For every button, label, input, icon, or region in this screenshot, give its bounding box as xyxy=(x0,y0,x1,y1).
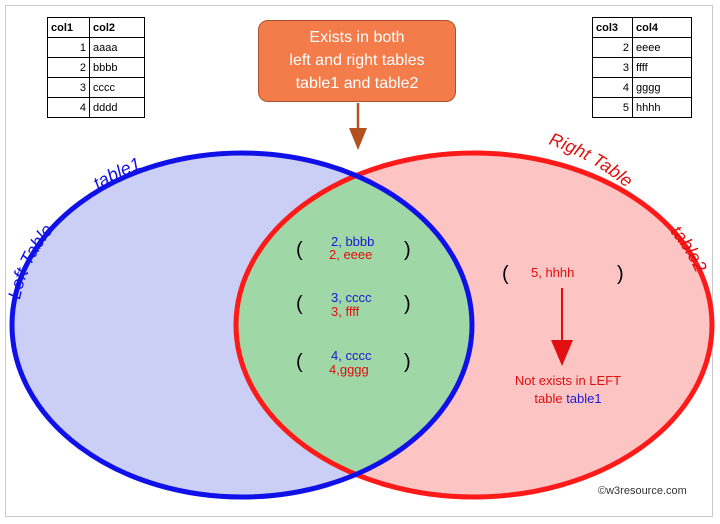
bracket-close-2: ) xyxy=(404,293,411,315)
bracket-close-right-only: ) xyxy=(617,263,624,285)
callout-line-3: table1 and table2 xyxy=(295,75,419,92)
right-only-arrow-head xyxy=(551,340,573,366)
copyright-text: ©w3resource.com xyxy=(598,485,687,497)
table-cell: dddd xyxy=(89,97,145,118)
table-cell: aaaa xyxy=(89,37,145,58)
bracket-close-3: ) xyxy=(404,351,411,373)
right-only-note-line1: Not exists in LEFT xyxy=(515,373,621,388)
callout-line-2: left and right tables xyxy=(289,52,425,69)
left-table-header-row: col1 col2 xyxy=(47,17,145,38)
figure-frame xyxy=(5,5,713,517)
callout-line-1: Exists in both xyxy=(309,29,405,46)
note-table1-word: table1 xyxy=(566,391,601,406)
right-table-header-col3: col3 xyxy=(592,17,633,38)
table-row: 5 hhhh xyxy=(592,97,692,118)
overlap-fill xyxy=(236,153,472,497)
table-cell: hhhh xyxy=(632,97,692,118)
table-row: 2 eeee xyxy=(592,37,692,58)
pair-2-left-value: 3, cccc xyxy=(331,290,372,305)
table-cell: 1 xyxy=(47,37,90,58)
table-cell: 4 xyxy=(47,97,90,118)
right-table-header-row: col3 col4 xyxy=(592,17,692,38)
right-only-note-line2: table table1 xyxy=(534,391,601,406)
right-circle-outline xyxy=(233,150,715,500)
left-circle-outline xyxy=(9,150,475,500)
table-cell: bbbb xyxy=(89,57,145,78)
table-cell: ffff xyxy=(632,57,692,78)
left-table-header-col2: col2 xyxy=(89,17,145,38)
table-cell: gggg xyxy=(632,77,692,98)
table-cell: 4 xyxy=(592,77,633,98)
left-table-header-col1: col1 xyxy=(47,17,90,38)
pair-3-right-value: 4,gggg xyxy=(329,362,369,377)
table-row: 4 dddd xyxy=(47,97,145,118)
callout-box: Exists in both left and right tables tab… xyxy=(258,20,456,102)
pair-1-left-value: 2, bbbb xyxy=(331,234,374,249)
table-cell: 2 xyxy=(592,37,633,58)
table-cell: cccc xyxy=(89,77,145,98)
table-cell: 2 xyxy=(47,57,90,78)
bracket-open-2: ( xyxy=(296,293,303,315)
bracket-open-3: ( xyxy=(296,351,303,373)
table-row: 3 cccc xyxy=(47,77,145,98)
pair-2-right-value: 3, ffff xyxy=(331,304,360,319)
callout-arrow-head xyxy=(349,128,367,150)
right-only-value: 5, hhhh xyxy=(531,265,574,280)
table-cell: 3 xyxy=(592,57,633,78)
table-row: 1 aaaa xyxy=(47,37,145,58)
bracket-open-1: ( xyxy=(296,239,303,261)
right-table: col3 col4 2 eeee 3 ffff 4 gggg 5 hhhh xyxy=(592,17,692,118)
pair-1-right-value: 2, eeee xyxy=(329,247,372,262)
table-row: 3 ffff xyxy=(592,57,692,78)
table-cell: 5 xyxy=(592,97,633,118)
bracket-close-1: ) xyxy=(404,239,411,261)
left-table: col1 col2 1 aaaa 2 bbbb 3 cccc 4 dddd xyxy=(47,17,145,118)
right-table-header-col4: col4 xyxy=(632,17,692,38)
note-table-word: table xyxy=(534,391,566,406)
table-row: 2 bbbb xyxy=(47,57,145,78)
pair-3-left-value: 4, cccc xyxy=(331,348,372,363)
table-cell: 3 xyxy=(47,77,90,98)
table-cell: eeee xyxy=(632,37,692,58)
bracket-open-right-only: ( xyxy=(502,263,509,285)
table-row: 4 gggg xyxy=(592,77,692,98)
